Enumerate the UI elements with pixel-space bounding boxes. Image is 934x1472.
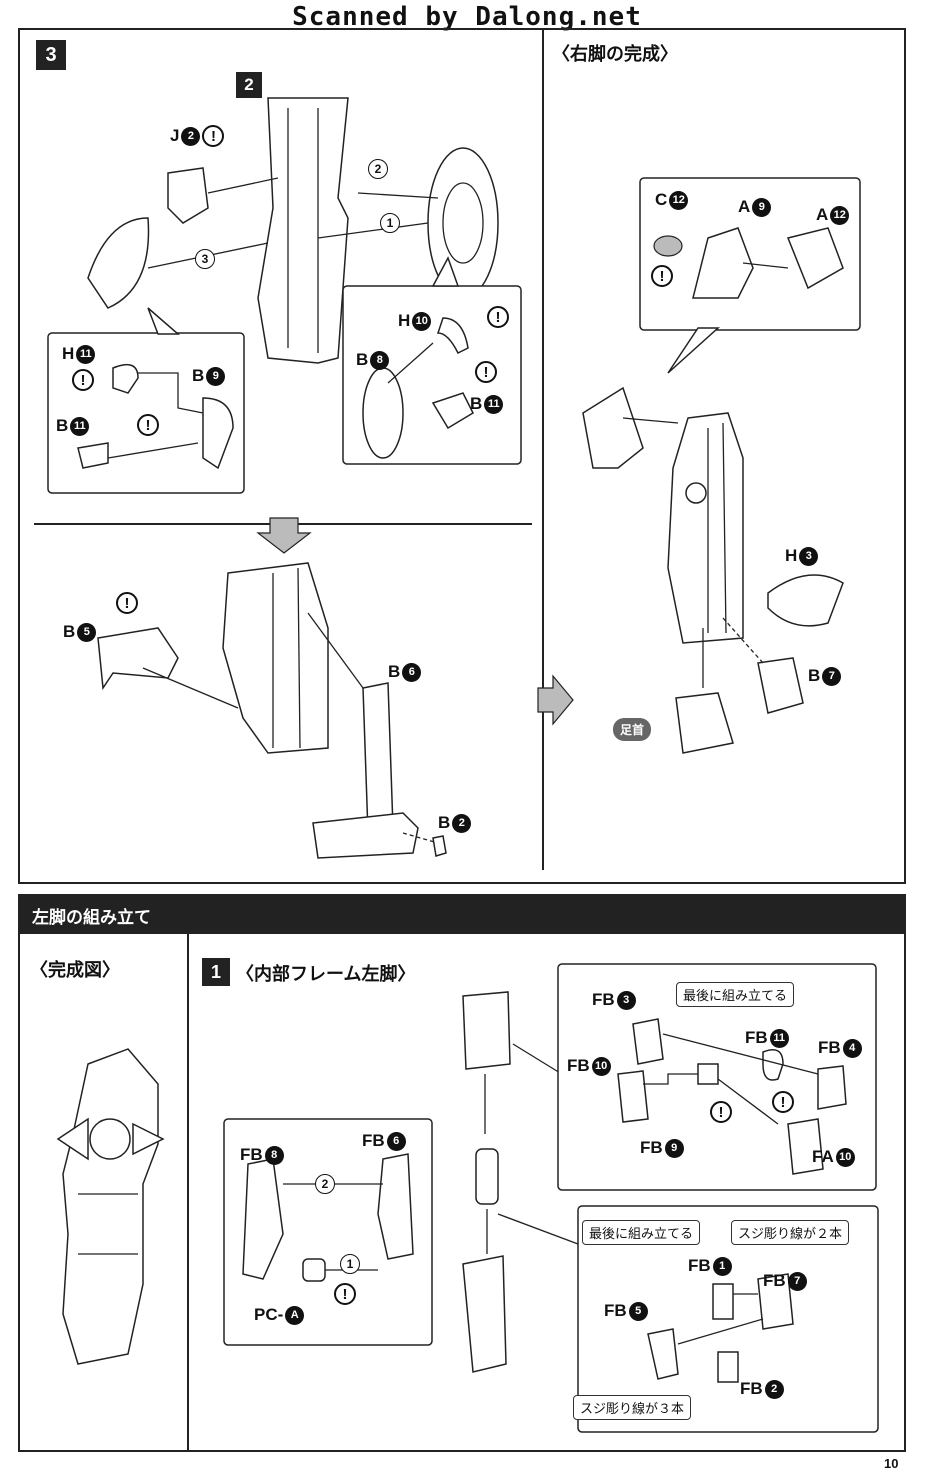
- left-leg-frame: [18, 894, 906, 1452]
- step3-illustration: [47, 97, 861, 859]
- warning-icon: !: [475, 361, 497, 383]
- part-number-badge: 12: [669, 190, 689, 210]
- part-number-badge: 2: [181, 126, 201, 146]
- page-number: 10: [884, 1456, 899, 1471]
- left-leg-header: 左脚の組み立て: [20, 896, 904, 934]
- part-number-badge: 11: [484, 394, 504, 414]
- part-number-badge: 7: [787, 1271, 807, 1291]
- bottom-vertical-divider: [187, 934, 189, 1450]
- part-number-badge: 9: [206, 366, 226, 386]
- part-number-badge: 10: [835, 1147, 855, 1167]
- part-number-badge: 8: [370, 350, 390, 370]
- substep-number: 2: [236, 72, 262, 98]
- part-number-badge: 11: [76, 344, 96, 364]
- scan-banner: Scanned by Dalong.net: [292, 2, 642, 32]
- part-number-badge: 6: [402, 662, 422, 682]
- left-leg-illustration: [56, 963, 879, 1433]
- order-mark-2: 2: [368, 158, 388, 179]
- part-number-badge: 2: [764, 1379, 784, 1399]
- inner-frame-title: 〈内部フレーム左脚〉: [236, 964, 416, 985]
- part-number-badge: 10: [412, 311, 432, 331]
- part-number-badge: 11: [769, 1028, 789, 1048]
- part-number-badge: 6: [386, 1131, 406, 1151]
- part-number-badge: 5: [628, 1301, 648, 1321]
- order-mark-1: 1: [380, 212, 400, 233]
- groove-three-lines-tag: スジ彫り線が３本: [573, 1395, 692, 1420]
- warning-icon: !: [202, 125, 225, 147]
- warning-icon: !: [334, 1283, 356, 1305]
- part-number-badge: 1: [712, 1256, 732, 1276]
- part-number-badge: 7: [822, 666, 842, 686]
- bottom-step-number: 1: [202, 958, 230, 986]
- last-assemble-tag-2: 最後に組み立てる: [582, 1220, 701, 1245]
- groove-two-lines-tag: スジ彫り線が２本: [731, 1220, 850, 1245]
- part-number-badge: 5: [77, 622, 97, 642]
- part-number-badge: 4: [842, 1038, 862, 1058]
- warning-icon: !: [137, 414, 159, 436]
- complete-view-title: 〈完成図〉: [30, 960, 120, 981]
- right-leg-complete-title: 〈右脚の完成〉: [552, 44, 678, 65]
- part-number-badge: 12: [830, 205, 850, 225]
- part-number-badge: 3: [799, 546, 819, 566]
- part-label-PCA: PC-A: [254, 1305, 305, 1325]
- vertical-divider: [542, 30, 544, 870]
- step3-frame: [18, 28, 906, 884]
- warning-icon: !: [116, 592, 138, 614]
- warning-icon: !: [72, 369, 94, 391]
- part-number-badge: 10: [591, 1056, 611, 1076]
- warning-icon: !: [487, 306, 509, 328]
- part-number-badge: 9: [752, 197, 772, 217]
- part-number-badge: 3: [616, 990, 636, 1010]
- part-number-badge: 9: [664, 1138, 684, 1158]
- part-number-badge: A: [285, 1305, 305, 1325]
- last-assemble-tag-1: 最後に組み立てる: [676, 982, 795, 1007]
- order-mark-3: 3: [195, 248, 215, 269]
- ankle-label: 足首: [613, 718, 652, 741]
- part-number-badge: 2: [452, 813, 472, 833]
- part-number-badge: 8: [264, 1145, 284, 1165]
- warning-icon: !: [651, 265, 673, 287]
- part-number-badge: 11: [70, 416, 90, 436]
- order-mark-2: 2: [315, 1173, 335, 1194]
- step-number: 3: [36, 40, 66, 70]
- warning-icon: !: [710, 1101, 732, 1123]
- order-mark-1: 1: [340, 1253, 360, 1274]
- warning-icon: !: [772, 1091, 794, 1113]
